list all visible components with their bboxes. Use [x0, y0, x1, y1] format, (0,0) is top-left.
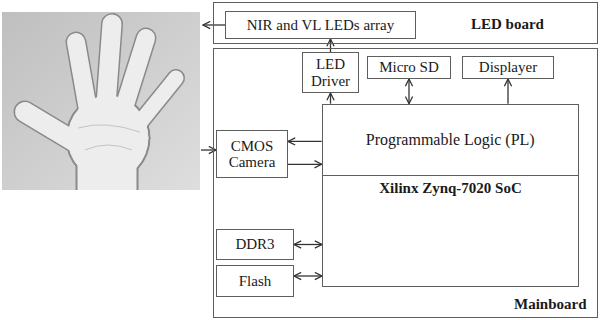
soc-box: Xilinx Zynq-7020 SoC Programmable Logic (… — [322, 104, 579, 287]
signal-arrow — [294, 244, 322, 245]
signal-arrow — [288, 141, 322, 142]
hand-outline — [25, 24, 176, 190]
pl-region: Programmable Logic (PL) — [322, 104, 579, 176]
storage-box: Micro SD — [367, 56, 451, 79]
board-title: Mainboard — [514, 296, 587, 313]
palm-crease — [85, 145, 132, 150]
signal-arrow — [408, 79, 409, 104]
signal-arrow — [330, 39, 331, 52]
camera-box: CMOS Camera — [216, 130, 288, 178]
mainboard-panel: Mainboard LED Driver Micro SD DisplayerCMOS… — [213, 48, 598, 318]
box-label: NIR and VL LEDs array — [247, 17, 394, 34]
box-label: CMOS Camera — [220, 138, 284, 171]
signal-arrow — [294, 275, 322, 276]
finger — [124, 38, 146, 108]
light-arrow — [203, 24, 225, 25]
box-label: Flash — [239, 273, 272, 290]
photo-background — [2, 12, 200, 190]
memory-box: DDR3 — [216, 229, 294, 260]
finger-outline — [106, 24, 112, 105]
box-label: Programmable Logic (PL) — [366, 131, 535, 149]
box-label: LED Driver — [306, 56, 355, 89]
hand-skin — [25, 24, 176, 190]
palm-creases — [78, 125, 140, 150]
thumb-outline — [25, 112, 80, 145]
box-label: DDR3 — [235, 236, 274, 253]
led-board-panel: LED board NIR and VL LEDs array — [213, 2, 598, 44]
hand-photo — [2, 12, 200, 190]
finger — [76, 42, 88, 110]
box-label: Displayer — [479, 59, 537, 76]
finger-outline — [76, 42, 88, 110]
board-title: LED board — [471, 16, 544, 33]
flash-box: Flash — [216, 265, 294, 297]
led-array-box: NIR and VL LEDs array — [225, 11, 416, 39]
display-box: Displayer — [462, 56, 554, 79]
finger-outline — [138, 78, 176, 125]
palm-crease — [78, 125, 140, 132]
signal-arrow — [288, 164, 322, 165]
signal-arrow — [507, 79, 508, 104]
box-label: Micro SD — [379, 59, 439, 76]
finger — [106, 24, 112, 105]
finger-outline — [124, 38, 146, 108]
driver-box: LED Driver — [302, 52, 359, 93]
signal-arrow — [330, 93, 331, 104]
finger — [138, 78, 176, 125]
thumb — [25, 112, 80, 145]
board-title: Xilinx Zynq-7020 SoC — [323, 180, 578, 197]
